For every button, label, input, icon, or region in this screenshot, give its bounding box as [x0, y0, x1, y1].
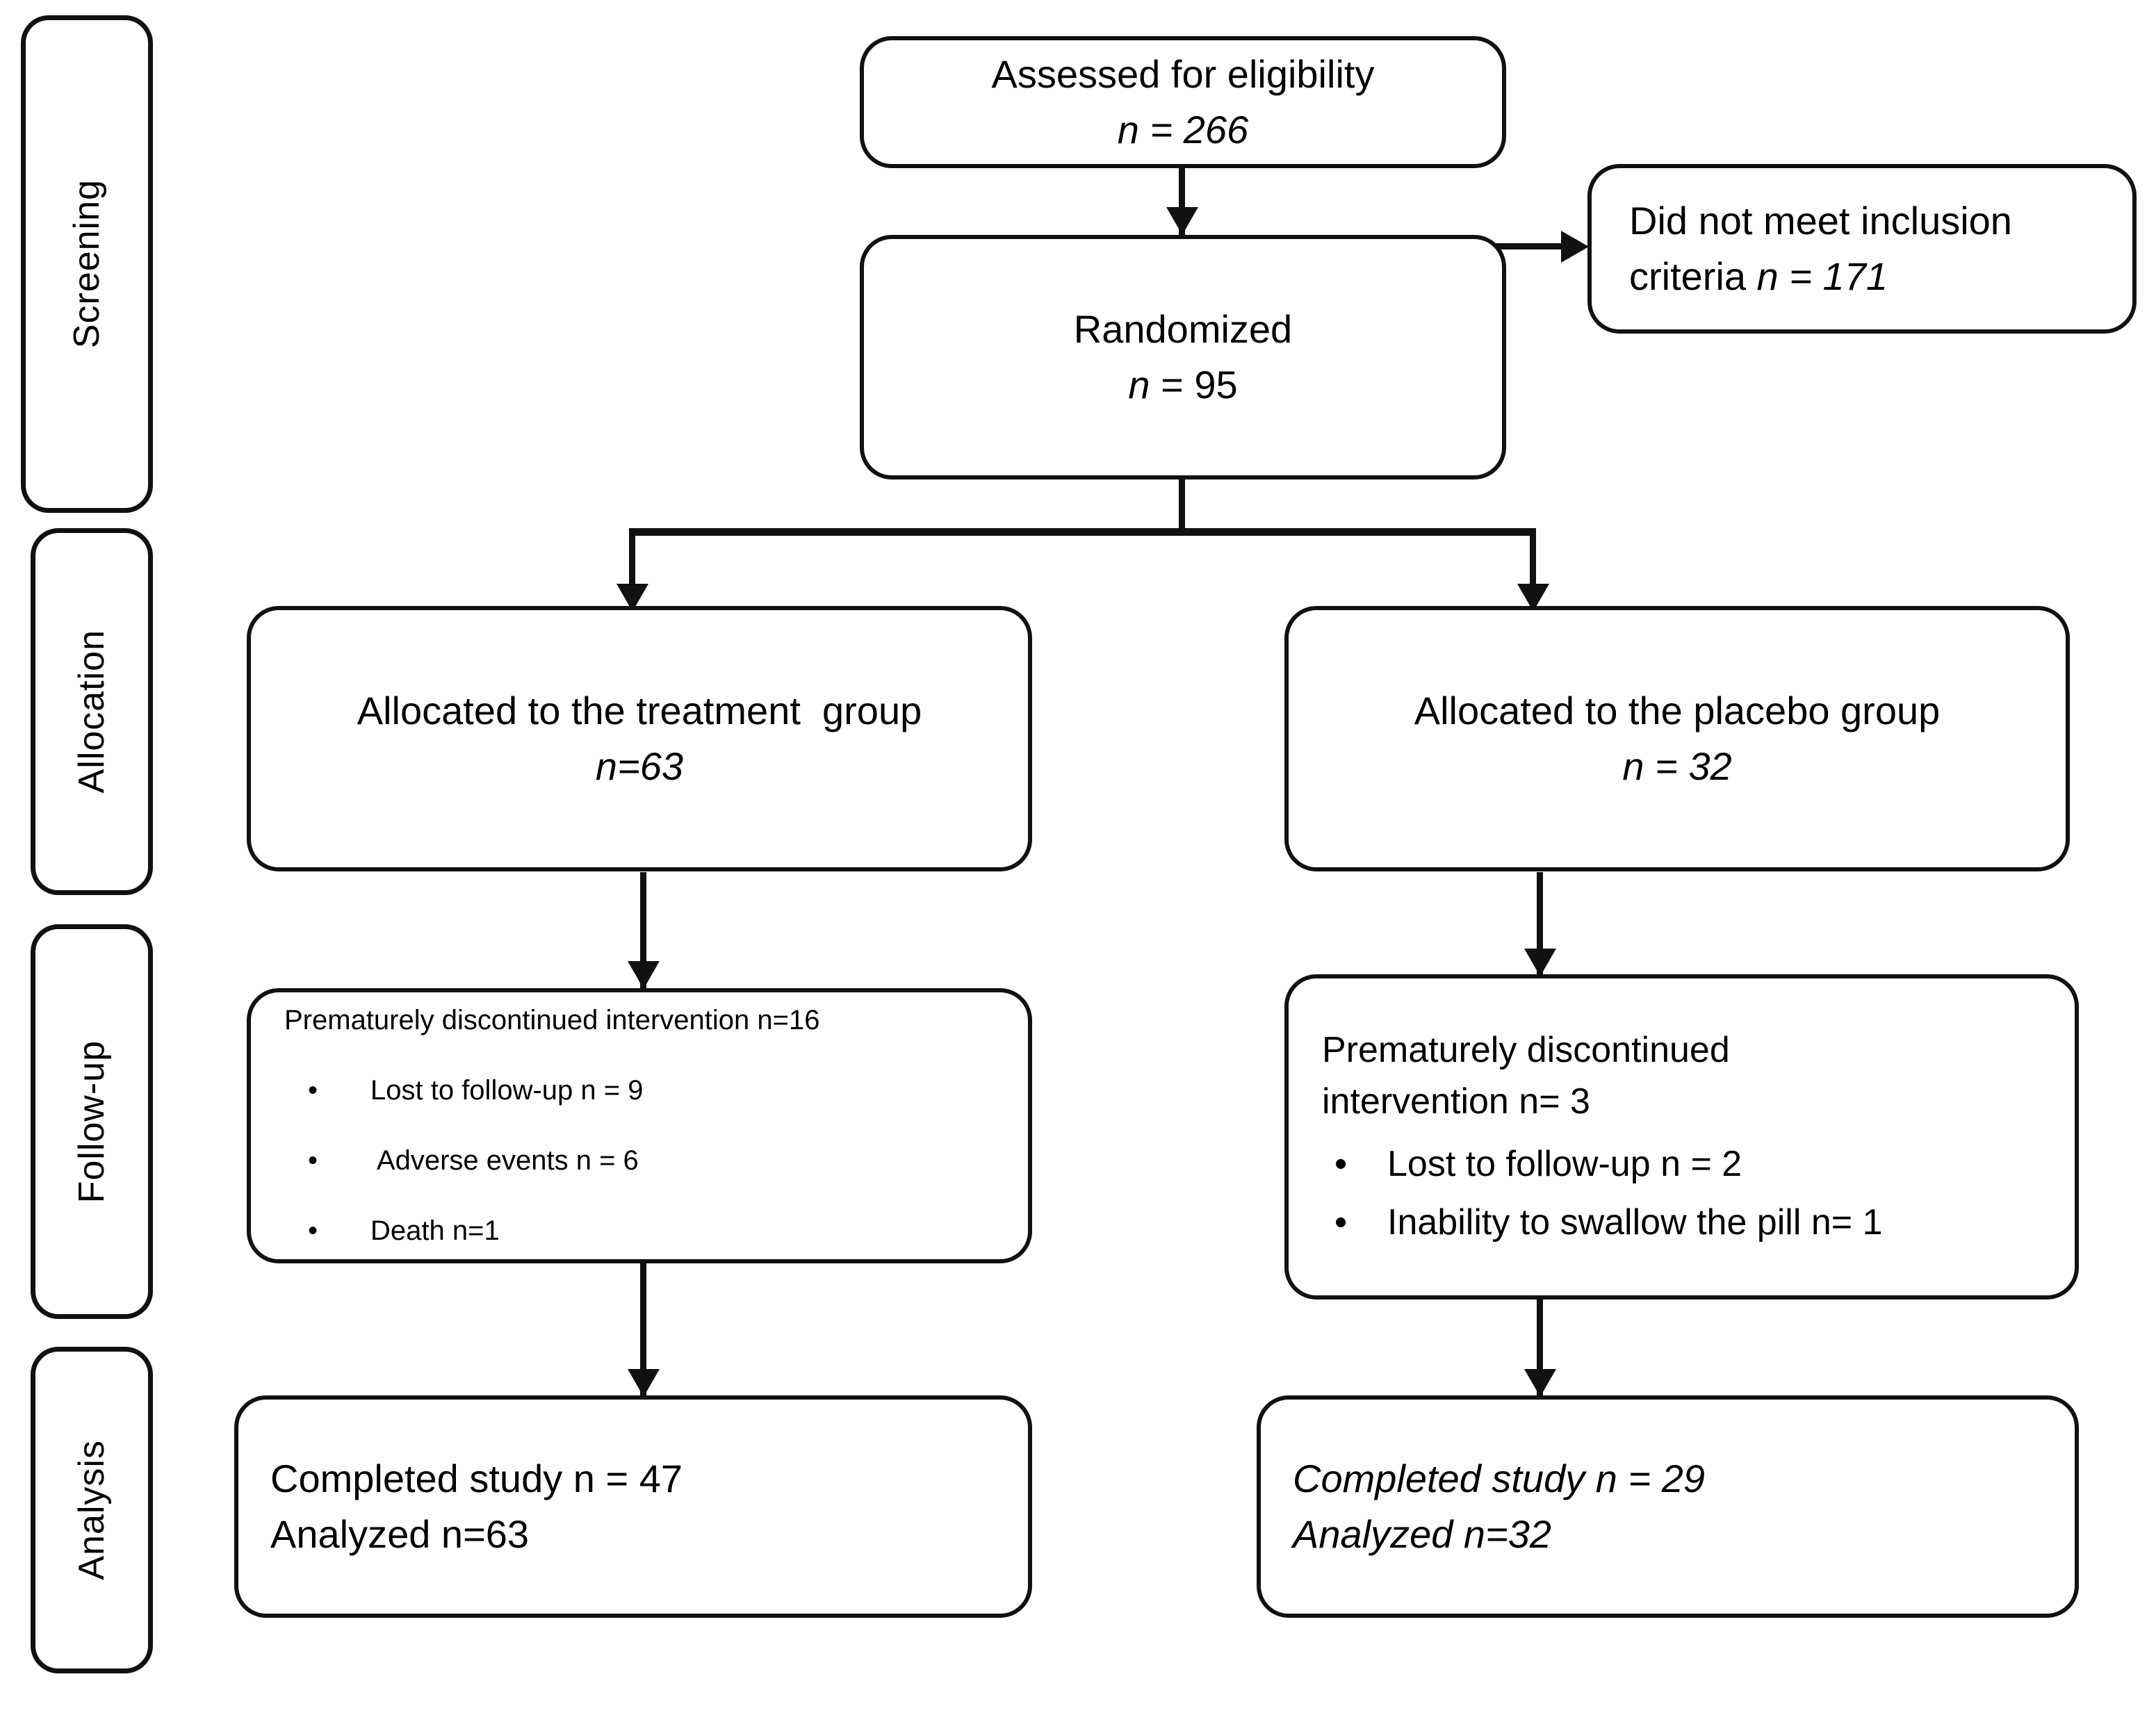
- node-excluded-count: criteria n = 171: [1629, 249, 1888, 304]
- stage-label-followup: Follow-up: [31, 924, 153, 1319]
- node-assessed-count: n = 266: [1117, 108, 1249, 151]
- list-item-text: Lost to follow-up n = 9: [370, 1075, 644, 1106]
- node-followup-placebo-list: • Lost to follow-up n = 2 • Inability to…: [1322, 1132, 1883, 1249]
- connector-randomized-stem: [1179, 480, 1185, 534]
- list-item-text: Lost to follow-up n = 2: [1387, 1144, 1742, 1184]
- stage-label-screening-text: Screening: [67, 179, 107, 349]
- bullet-icon: •: [1334, 1144, 1348, 1184]
- node-analysis-treatment-completed: Completed study n = 47: [270, 1457, 683, 1501]
- node-randomized-count-symbol: n: [1128, 363, 1150, 407]
- connector-randomized-split-bar: [629, 528, 1536, 536]
- node-allocated-treatment-title: Allocated to the treatment group: [357, 689, 922, 733]
- node-followup-placebo: Prematurely discontinued intervention n=…: [1284, 974, 2079, 1300]
- node-allocated-placebo: Allocated to the placebo group n = 32: [1284, 606, 2070, 871]
- list-item-text: Adverse events n = 6: [370, 1145, 639, 1176]
- node-allocated-placebo-title: Allocated to the placebo group: [1414, 689, 1941, 733]
- node-randomized: Randomized n = 95: [860, 235, 1506, 480]
- arrowhead-treatment-alloc-to-followup: [628, 961, 660, 989]
- node-excluded-count-value: n = 171: [1756, 254, 1888, 298]
- bullet-icon: •: [308, 1145, 318, 1176]
- node-followup-treatment: Prematurely discontinued intervention n=…: [247, 988, 1032, 1263]
- list-item-text: Death n=1: [370, 1215, 500, 1246]
- stage-label-followup-text: Follow-up: [72, 1040, 112, 1204]
- arrowhead-assessed-to-excluded: [1561, 231, 1589, 263]
- node-assessed-title: Assessed for eligibility: [991, 52, 1375, 97]
- list-item-text: Inability to swallow the pill n= 1: [1387, 1202, 1883, 1243]
- connector-split-to-treatment: [629, 528, 635, 610]
- connector-assessed-to-randomized: [1179, 165, 1185, 235]
- bullet-icon: •: [308, 1075, 318, 1106]
- list-item: • Inability to swallow the pill n= 1: [1322, 1197, 1883, 1249]
- node-followup-placebo-header-line2: intervention n= 3: [1322, 1081, 1590, 1122]
- connector-placebo-alloc-to-followup: [1537, 872, 1543, 976]
- node-analysis-treatment-analyzed: Analyzed n=63: [270, 1512, 530, 1556]
- node-analysis-placebo: Completed study n = 29 Analyzed n=32: [1257, 1395, 2079, 1618]
- arrowhead-placebo-alloc-to-followup: [1524, 949, 1556, 976]
- arrowhead-treatment-followup-to-analysis: [628, 1369, 660, 1397]
- node-randomized-count-value: = 95: [1150, 363, 1238, 407]
- connector-split-to-placebo: [1530, 528, 1536, 610]
- node-analysis-placebo-analyzed: Analyzed n=32: [1293, 1512, 1552, 1556]
- node-analysis-placebo-completed: Completed study n = 29: [1293, 1457, 1706, 1501]
- list-item: • Lost to follow-up n = 2: [1322, 1139, 1883, 1190]
- node-followup-treatment-header: Prematurely discontinued intervention n=…: [284, 1005, 820, 1036]
- connector-placebo-followup-to-analysis: [1537, 1298, 1543, 1399]
- stage-label-analysis-text: Analysis: [72, 1440, 112, 1580]
- node-allocated-treatment-count: n=63: [595, 744, 684, 788]
- connector-treatment-alloc-to-followup: [640, 872, 646, 989]
- bullet-icon: •: [308, 1215, 318, 1246]
- node-randomized-count: n = 95: [1128, 357, 1237, 413]
- bullet-icon: •: [1334, 1202, 1348, 1243]
- node-excluded-count-label: criteria: [1629, 254, 1757, 298]
- stage-label-screening: Screening: [21, 15, 153, 513]
- node-assessed-for-eligibility: Assessed for eligibility n = 266: [860, 36, 1506, 168]
- node-excluded: Did not meet inclusion criteria n = 171: [1587, 164, 2137, 334]
- stage-label-analysis: Analysis: [31, 1347, 153, 1673]
- list-item: • Death n=1: [284, 1211, 643, 1251]
- arrowhead-placebo-followup-to-analysis: [1524, 1369, 1556, 1397]
- node-analysis-treatment: Completed study n = 47 Analyzed n=63: [234, 1395, 1032, 1618]
- list-item: • Lost to follow-up n = 9: [284, 1071, 643, 1110]
- stage-label-allocation-text: Allocation: [72, 630, 112, 794]
- list-item: • Adverse events n = 6: [284, 1141, 643, 1181]
- arrowhead-assessed-to-randomized: [1166, 207, 1198, 235]
- node-allocated-placebo-count: n = 32: [1622, 744, 1732, 788]
- node-excluded-title: Did not meet inclusion: [1629, 199, 2012, 243]
- node-allocated-treatment: Allocated to the treatment group n=63: [247, 606, 1032, 871]
- node-randomized-title: Randomized: [1073, 307, 1293, 352]
- node-followup-treatment-list: • Lost to follow-up n = 9 • Adverse even…: [284, 1071, 643, 1250]
- stage-label-allocation: Allocation: [31, 528, 153, 895]
- node-followup-placebo-header-line1: Prematurely discontinued: [1322, 1030, 1730, 1071]
- connector-treatment-followup-to-analysis: [640, 1261, 646, 1399]
